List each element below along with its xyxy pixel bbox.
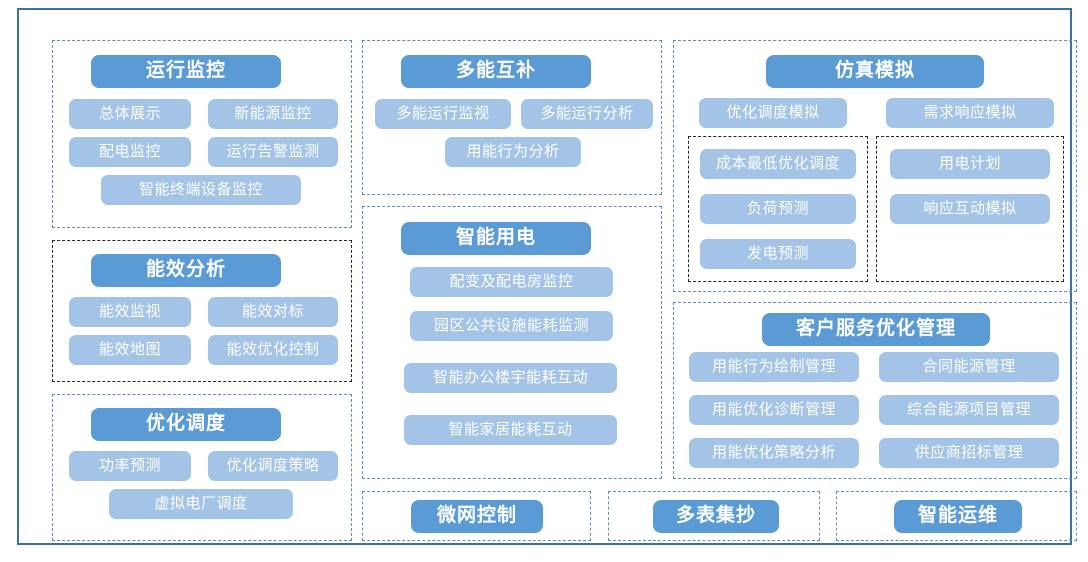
item-efficiency-map[interactable]: 能效地图 xyxy=(69,335,191,365)
panel-smart-om[interactable]: 智能运维 xyxy=(836,491,1077,541)
item-lowest-cost-optimal-dispatch[interactable]: 成本最低优化调度 xyxy=(700,149,856,179)
item-response-interaction-simulation[interactable]: 响应互动模拟 xyxy=(890,194,1050,224)
panel-optimal-dispatch[interactable]: 优化调度 功率预测 优化调度策略 虚拟电厂调度 xyxy=(52,394,352,541)
panel-multi-meter-reading[interactable]: 多表集抄 xyxy=(608,491,820,541)
item-optimal-dispatch-simulation[interactable]: 优化调度模拟 xyxy=(699,98,847,128)
item-transformer-substation-monitoring[interactable]: 配变及配电房监控 xyxy=(410,267,613,297)
item-efficiency-optimization-control[interactable]: 能效优化控制 xyxy=(208,335,338,365)
panel-header-operation-monitoring[interactable]: 运行监控 xyxy=(91,55,281,88)
item-optimal-dispatch-strategy[interactable]: 优化调度策略 xyxy=(208,451,338,481)
panel-header-optimal-dispatch[interactable]: 优化调度 xyxy=(91,408,281,441)
panel-simulation[interactable]: 仿真模拟 优化调度模拟 需求响应模拟 成本最低优化调度 负荷预测 发电预测 用电… xyxy=(673,40,1077,292)
panel-header-smart-om[interactable]: 智能运维 xyxy=(894,500,1022,533)
subpanel-simulation-demand[interactable]: 用电计划 响应互动模拟 xyxy=(876,136,1064,282)
panel-header-multi-energy[interactable]: 多能互补 xyxy=(401,55,591,88)
item-efficiency-monitoring[interactable]: 能效监视 xyxy=(69,297,191,327)
item-multi-energy-operation-monitoring[interactable]: 多能运行监视 xyxy=(375,99,511,129)
panel-header-customer-service[interactable]: 客户服务优化管理 xyxy=(762,313,990,346)
item-contract-energy-management[interactable]: 合同能源管理 xyxy=(879,352,1059,382)
panel-energy-efficiency-analysis[interactable]: 能效分析 能效监视 能效对标 能效地图 能效优化控制 xyxy=(52,240,352,382)
item-smart-office-building-energy-interaction[interactable]: 智能办公楼宇能耗互动 xyxy=(404,363,617,393)
item-integrated-energy-project-management[interactable]: 综合能源项目管理 xyxy=(879,395,1059,425)
panel-header-smart-electricity[interactable]: 智能用电 xyxy=(401,222,591,255)
item-distribution-monitoring[interactable]: 配电监控 xyxy=(69,137,191,167)
item-electricity-plan[interactable]: 用电计划 xyxy=(890,149,1050,179)
item-energy-behavior-analysis[interactable]: 用能行为分析 xyxy=(445,137,581,167)
item-supplier-bidding-management[interactable]: 供应商招标管理 xyxy=(879,438,1059,468)
item-smart-terminal-device-monitoring[interactable]: 智能终端设备监控 xyxy=(101,175,301,205)
item-energy-optimization-diagnosis-management[interactable]: 用能优化诊断管理 xyxy=(689,395,859,425)
item-overall-display[interactable]: 总体展示 xyxy=(69,99,191,129)
item-energy-behavior-profiling-management[interactable]: 用能行为绘制管理 xyxy=(689,352,859,382)
panel-customer-service-optimization[interactable]: 客户服务优化管理 用能行为绘制管理 用能优化诊断管理 用能优化策略分析 合同能源… xyxy=(673,302,1077,479)
panel-header-simulation[interactable]: 仿真模拟 xyxy=(766,55,984,88)
item-smart-home-energy-interaction[interactable]: 智能家居能耗互动 xyxy=(404,415,617,445)
panel-header-multi-meter-reading[interactable]: 多表集抄 xyxy=(653,500,779,533)
outer-frame: 运行监控 总体展示 新能源监控 配电监控 运行告警监测 智能终端设备监控 能效分… xyxy=(17,8,1077,545)
panel-multi-energy-complementarity[interactable]: 多能互补 多能运行监视 多能运行分析 用能行为分析 xyxy=(362,40,662,195)
item-generation-forecast[interactable]: 发电预测 xyxy=(700,239,856,269)
panel-header-energy-efficiency[interactable]: 能效分析 xyxy=(91,254,281,287)
subpanel-simulation-dispatch[interactable]: 成本最低优化调度 负荷预测 发电预测 xyxy=(688,136,868,282)
panel-microgrid-control[interactable]: 微网控制 xyxy=(362,491,591,541)
item-efficiency-benchmarking[interactable]: 能效对标 xyxy=(208,297,338,327)
panel-smart-electricity[interactable]: 智能用电 配变及配电房监控 园区公共设施能耗监测 智能办公楼宇能耗互动 智能家居… xyxy=(362,206,662,479)
item-energy-optimization-strategy-analysis[interactable]: 用能优化策略分析 xyxy=(689,438,859,468)
panel-operation-monitoring[interactable]: 运行监控 总体展示 新能源监控 配电监控 运行告警监测 智能终端设备监控 xyxy=(52,40,352,228)
panel-header-microgrid-control[interactable]: 微网控制 xyxy=(411,500,543,533)
item-multi-energy-operation-analysis[interactable]: 多能运行分析 xyxy=(521,99,653,129)
item-demand-response-simulation[interactable]: 需求响应模拟 xyxy=(886,98,1054,128)
item-power-forecast[interactable]: 功率预测 xyxy=(69,451,191,481)
item-operation-alarm-monitoring[interactable]: 运行告警监测 xyxy=(208,137,338,167)
item-new-energy-monitoring[interactable]: 新能源监控 xyxy=(208,99,338,129)
item-park-public-facility-energy-monitoring[interactable]: 园区公共设施能耗监测 xyxy=(410,311,613,341)
item-load-forecast[interactable]: 负荷预测 xyxy=(700,194,856,224)
item-virtual-power-plant-dispatch[interactable]: 虚拟电厂调度 xyxy=(109,489,293,519)
